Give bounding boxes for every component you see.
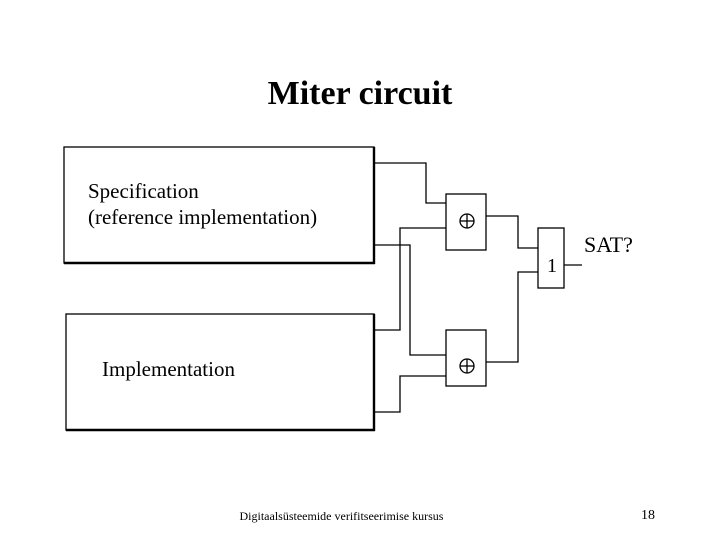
wire-xor-bottom-to-or	[486, 271, 538, 363]
wire-spec-to-xor-top	[374, 162, 446, 204]
page-number: 18	[641, 508, 655, 523]
wire-spec-to-xor-bottom	[374, 244, 446, 356]
implementation-label: Implementation	[102, 357, 235, 381]
wire-xor-top-to-or	[486, 215, 538, 249]
xor-symbol-icon	[459, 213, 475, 229]
output-label: SAT?	[584, 232, 633, 257]
specification-subtitle: (reference implementation)	[88, 205, 318, 229]
xor-symbol-icon	[459, 358, 475, 374]
wire-impl-to-xor-bottom	[374, 375, 446, 413]
or-gate-label: 1	[547, 255, 557, 277]
wire-impl-to-xor-top	[374, 227, 446, 331]
xor-gate-top	[445, 193, 487, 251]
slide-title: Miter circuit	[267, 75, 453, 112]
xor-gate-bottom	[445, 329, 487, 387]
or-gate	[537, 227, 565, 289]
specification-title: Specification	[88, 179, 199, 203]
slide-footer: Digitaalsüsteemide verifitseerimise kurs…	[239, 509, 444, 523]
specification-label: Specification (reference implementation)	[88, 178, 317, 230]
